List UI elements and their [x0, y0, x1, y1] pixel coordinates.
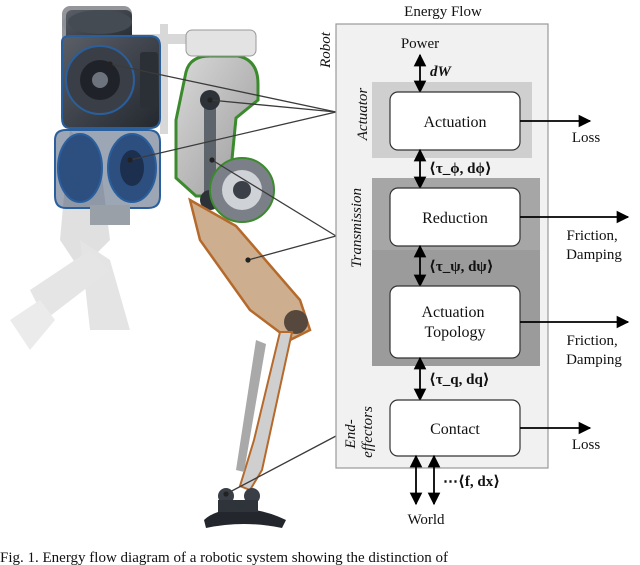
contact-block-label: Contact: [430, 421, 480, 438]
shank: [188, 197, 312, 492]
actuator-label: Actuator: [355, 88, 371, 142]
figure-caption: Fig. 1. Energy flow diagram of a robotic…: [0, 550, 448, 565]
endeffectors-label: End- effectors: [343, 406, 376, 458]
topology-block: [389, 285, 521, 359]
f-dx-label: ⋯⟨f, dx⟩: [443, 474, 500, 490]
knee-actuator: [54, 129, 161, 225]
tau-psi-label: ⟨τ_ψ, dψ⟩: [429, 259, 494, 275]
topology-block-label: Actuation Topology: [421, 304, 488, 341]
contact-loss-label: Loss: [572, 437, 601, 453]
reduction-block-label: Reduction: [422, 210, 488, 227]
transmission-linkage: [174, 29, 275, 223]
leader-dot: [245, 257, 251, 263]
power-label: Power: [401, 36, 439, 52]
leader-dot: [223, 491, 229, 497]
energy-flow-diagram: Energy Flow Robot Actuator Transmission …: [318, 4, 630, 528]
leader-dot: [107, 61, 113, 67]
diagram-title: Energy Flow: [404, 4, 482, 20]
foot: [204, 488, 286, 528]
actuation-loss-label: Loss: [572, 130, 601, 146]
tau-phi-label: ⟨τ_ϕ, dϕ⟩: [429, 161, 492, 177]
reduction-loss-label: Friction, Damping: [566, 228, 622, 263]
topology-loss-label: Friction, Damping: [566, 333, 622, 368]
leader-dot: [207, 97, 213, 103]
tau-q-label: ⟨τ_q, dq⟩: [429, 372, 490, 388]
leader-lines: [109, 63, 337, 495]
actuation-block-label: Actuation: [423, 114, 486, 131]
robot-label: Robot: [318, 31, 334, 69]
hip-actuator: [61, 10, 161, 129]
dw-label: dW: [430, 64, 453, 80]
world-label: World: [407, 512, 445, 528]
transmission-label: Transmission: [349, 188, 365, 268]
leader-dot: [127, 157, 133, 163]
leader-dot: [209, 157, 215, 163]
robot-illustration: [10, 6, 337, 528]
